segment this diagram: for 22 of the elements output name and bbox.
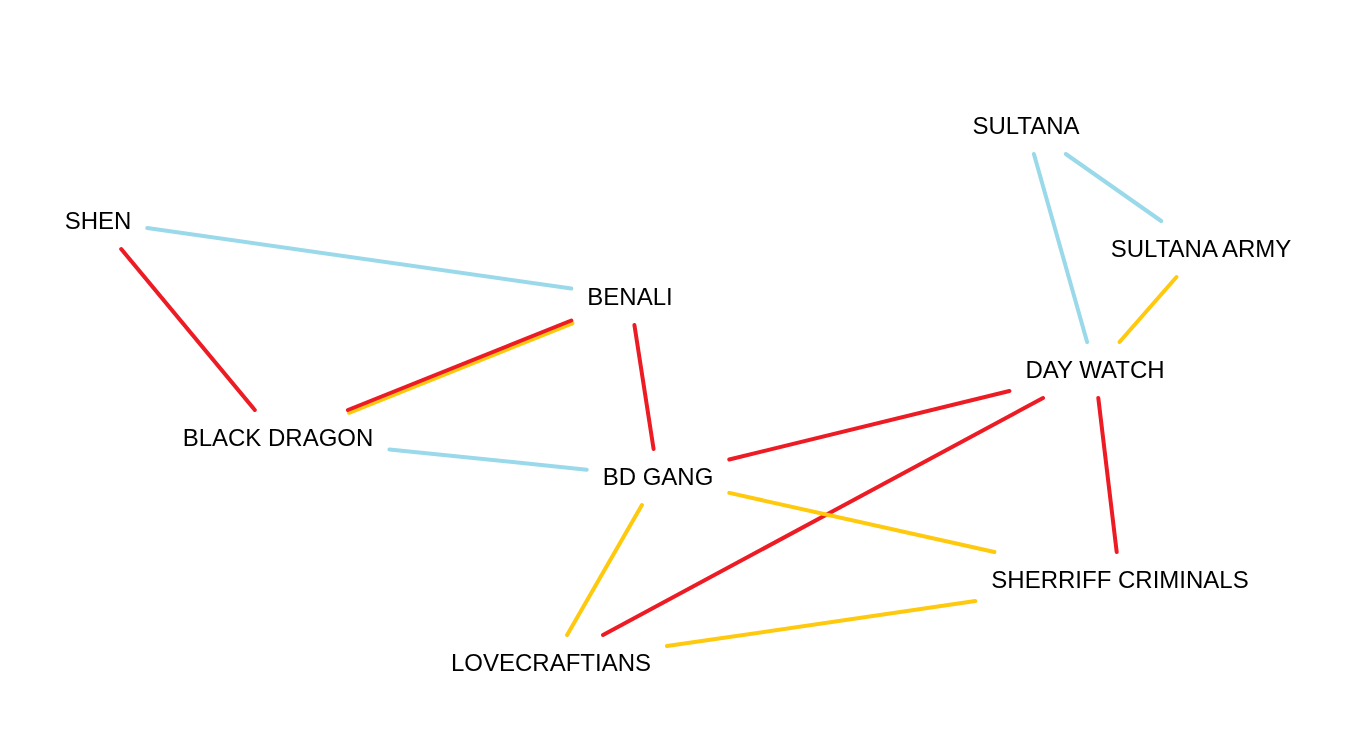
node-label: SULTANA ARMY	[1110, 235, 1292, 263]
connector-line	[665, 599, 978, 649]
connector-line	[727, 490, 997, 554]
node-label: SHEN	[64, 207, 132, 235]
node-label: BLACK DRAGON	[182, 424, 374, 452]
connector-line	[1117, 275, 1179, 344]
connector-line	[1063, 152, 1164, 223]
node-label: LOVECRAFTIANS	[451, 649, 651, 677]
connector-line	[387, 447, 589, 472]
connector-line	[601, 396, 1045, 637]
connector-line	[145, 226, 574, 291]
connector-line	[1096, 396, 1119, 554]
connector-line	[565, 503, 644, 637]
node-label: BD GANG	[602, 463, 714, 491]
node-label: SULTANA	[972, 112, 1080, 140]
connector-line	[727, 389, 1012, 462]
connector-line	[119, 247, 257, 412]
node-label: DAY WATCH	[1025, 356, 1165, 384]
connector-line	[1031, 152, 1090, 344]
node-label: SHERRIFF CRIMINALS	[991, 566, 1249, 594]
connector-line	[632, 323, 656, 451]
node-label: BENALI	[587, 283, 673, 311]
